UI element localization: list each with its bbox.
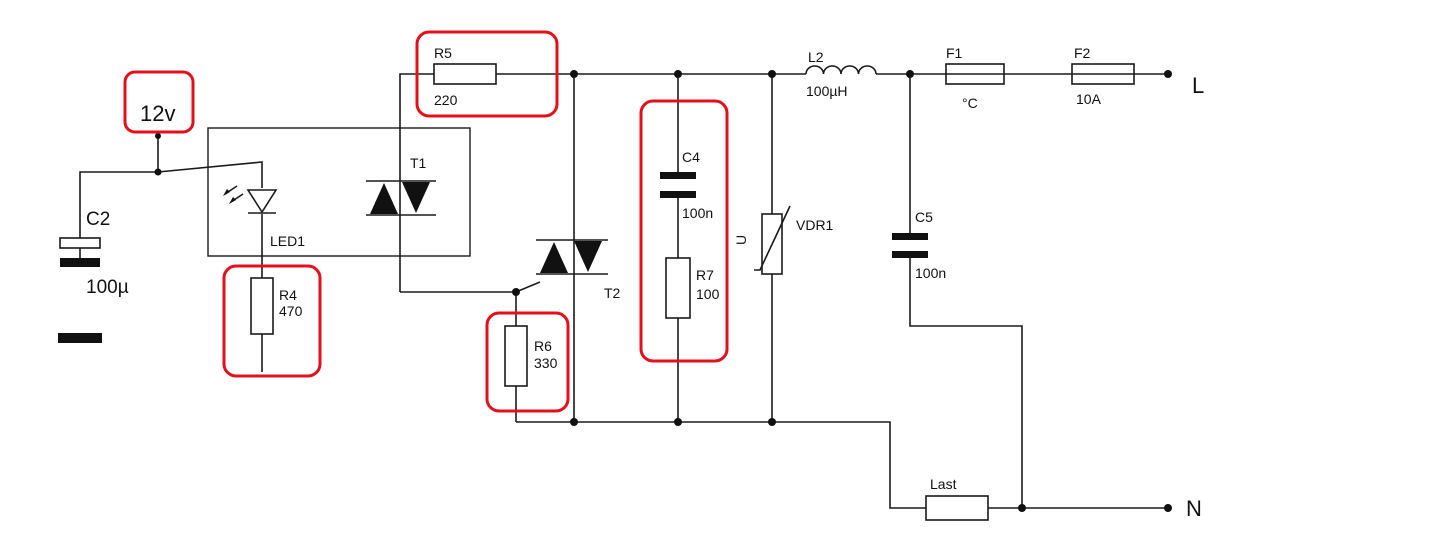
c4-value: 100n [682, 205, 713, 221]
l2-label: L2 [808, 49, 824, 65]
r6-label: R6 [534, 338, 552, 354]
load-last: Last [925, 476, 989, 521]
triac-t2: T2 [536, 239, 621, 301]
c4-label: C4 [682, 149, 700, 165]
r6-value: 330 [534, 355, 558, 371]
resistor-r4: R4 470 [250, 277, 303, 335]
optocoupler-box [207, 127, 471, 257]
r5-label: R5 [434, 45, 452, 61]
resistor-r6: R6 330 [504, 325, 558, 387]
capacitor-c4: C4 100n [660, 149, 713, 221]
triac-t1: T1 [366, 155, 436, 216]
vdr1-label: VDR1 [796, 217, 834, 233]
c5-value: 100n [915, 265, 946, 281]
varistor-vdr1: U VDR1 [733, 205, 834, 275]
t1-label: T1 [410, 155, 427, 171]
r5-value: 220 [434, 92, 458, 108]
last-label: Last [930, 476, 957, 492]
light-emission-icon [223, 185, 244, 204]
highlight-r5 [415, 30, 559, 118]
r7-label: R7 [696, 267, 714, 283]
l2-value: 100µH [806, 83, 848, 99]
t2-label: T2 [604, 285, 621, 301]
led-led1: LED1 [223, 185, 305, 249]
highlight-r4 [222, 264, 322, 378]
fuse-f2: F2 10A [1071, 45, 1135, 107]
f1-value: °C [962, 95, 978, 111]
supply-label: 12v [140, 101, 175, 126]
terminal-neutral-label: N [1186, 496, 1202, 521]
junctions [154, 70, 1172, 512]
resistor-r5: R5 220 [433, 45, 497, 108]
c2-value: 100µ [86, 277, 129, 298]
resistor-r7: R7 100 [665, 257, 720, 319]
led1-label: LED1 [270, 233, 305, 249]
highlight-12v [123, 70, 195, 134]
terminal-line-label: L [1192, 73, 1204, 98]
f2-value: 10A [1076, 91, 1102, 107]
c5-label: C5 [915, 209, 933, 225]
capacitor-c2: C2 100µ [58, 209, 129, 343]
wires [79, 73, 1168, 509]
r4-value: 470 [279, 303, 303, 319]
capacitor-c5: C5 100n [892, 209, 946, 281]
inductor-l2: L2 100µH [805, 49, 877, 99]
highlight-r6 [485, 311, 570, 413]
vdr1-symbol: U [733, 235, 749, 245]
highlight-c4-r7 [639, 99, 729, 363]
f1-label: F1 [946, 45, 963, 61]
f2-label: F2 [1074, 45, 1091, 61]
c2-label: C2 [86, 209, 110, 230]
fuse-f1: F1 °C [945, 45, 1005, 111]
highlight-annotations [123, 30, 729, 413]
r7-value: 100 [696, 286, 720, 302]
r4-label: R4 [279, 287, 297, 303]
